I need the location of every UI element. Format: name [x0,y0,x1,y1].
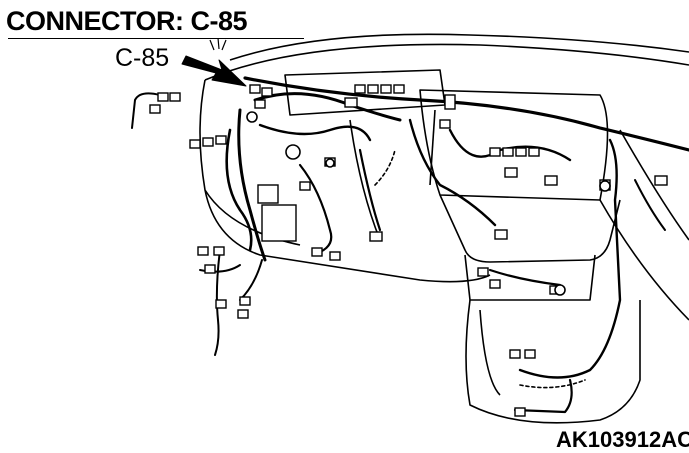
grommets [246,111,611,296]
instrument-panel-outline [199,33,689,424]
callout-arrow [181,55,247,87]
figure-id: AK103912AC [556,427,689,452]
wiring-harness [131,76,689,414]
title-underline [8,38,304,39]
diagram-title: CONNECTOR: C-85 [6,6,248,36]
connector-callout-label: C-85 [115,44,170,72]
connector-blocks [149,84,668,417]
spark-mark [209,37,227,51]
